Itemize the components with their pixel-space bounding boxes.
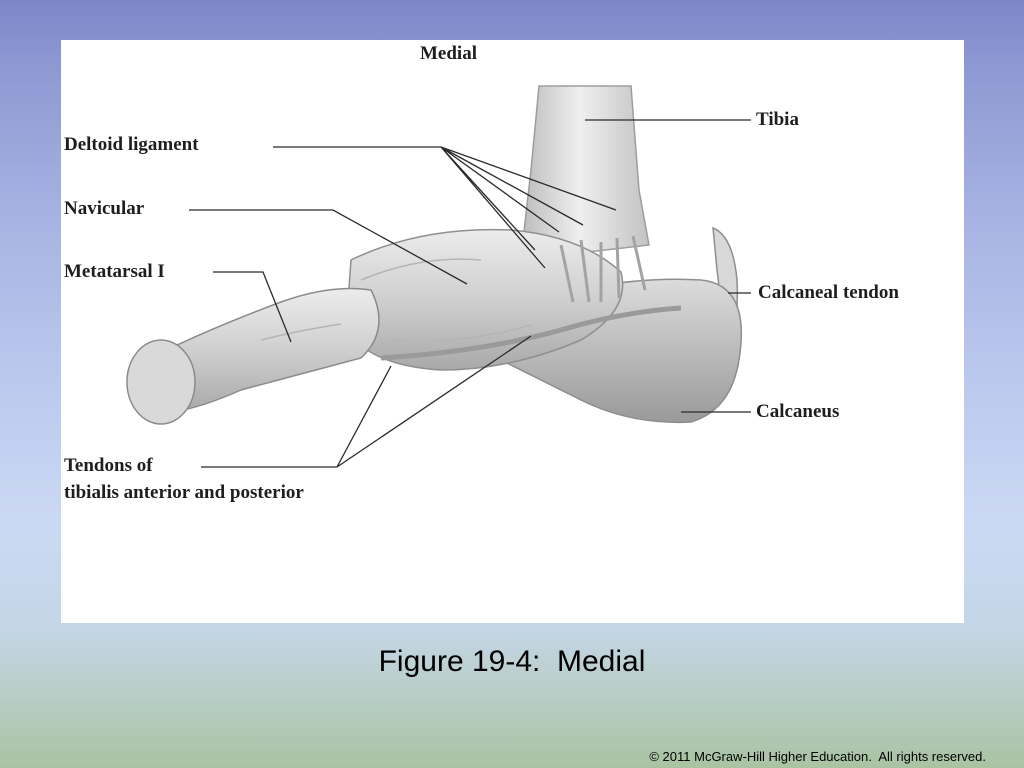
label-metatarsal-1: Metatarsal I bbox=[64, 261, 165, 282]
leader-tendons bbox=[201, 335, 532, 468]
label-tendons-line2: tibialis anterior and posterior bbox=[64, 482, 304, 503]
tibia-bone bbox=[522, 85, 650, 256]
deltoid-ligament-bands bbox=[559, 235, 647, 303]
leader-navicular bbox=[189, 209, 468, 285]
leader-metatarsal bbox=[213, 271, 292, 343]
heading-medial: Medial bbox=[420, 43, 477, 64]
label-calcaneal-tendon: Calcaneal tendon bbox=[758, 282, 899, 303]
figure-caption: Figure 19-4: Medial bbox=[378, 645, 646, 678]
toe-head bbox=[126, 339, 196, 425]
label-calcaneus: Calcaneus bbox=[756, 401, 840, 422]
leader-deltoid bbox=[273, 146, 617, 269]
tibialis-tendon-band bbox=[380, 305, 682, 361]
leader-lines bbox=[189, 119, 751, 468]
label-tibia: Tibia bbox=[756, 109, 799, 130]
label-navicular: Navicular bbox=[64, 198, 145, 219]
foot-illustration bbox=[126, 85, 751, 468]
copyright-notice: © 2011 McGraw-Hill Higher Education. All… bbox=[649, 749, 986, 764]
shading-strokes bbox=[260, 258, 532, 342]
label-deltoid-ligament: Deltoid ligament bbox=[64, 134, 199, 155]
figure-panel: Medial Tibia Deltoid ligament Navicular … bbox=[61, 40, 964, 623]
midfoot-bones bbox=[345, 228, 624, 371]
label-tendons-line1: Tendons of bbox=[64, 455, 153, 476]
